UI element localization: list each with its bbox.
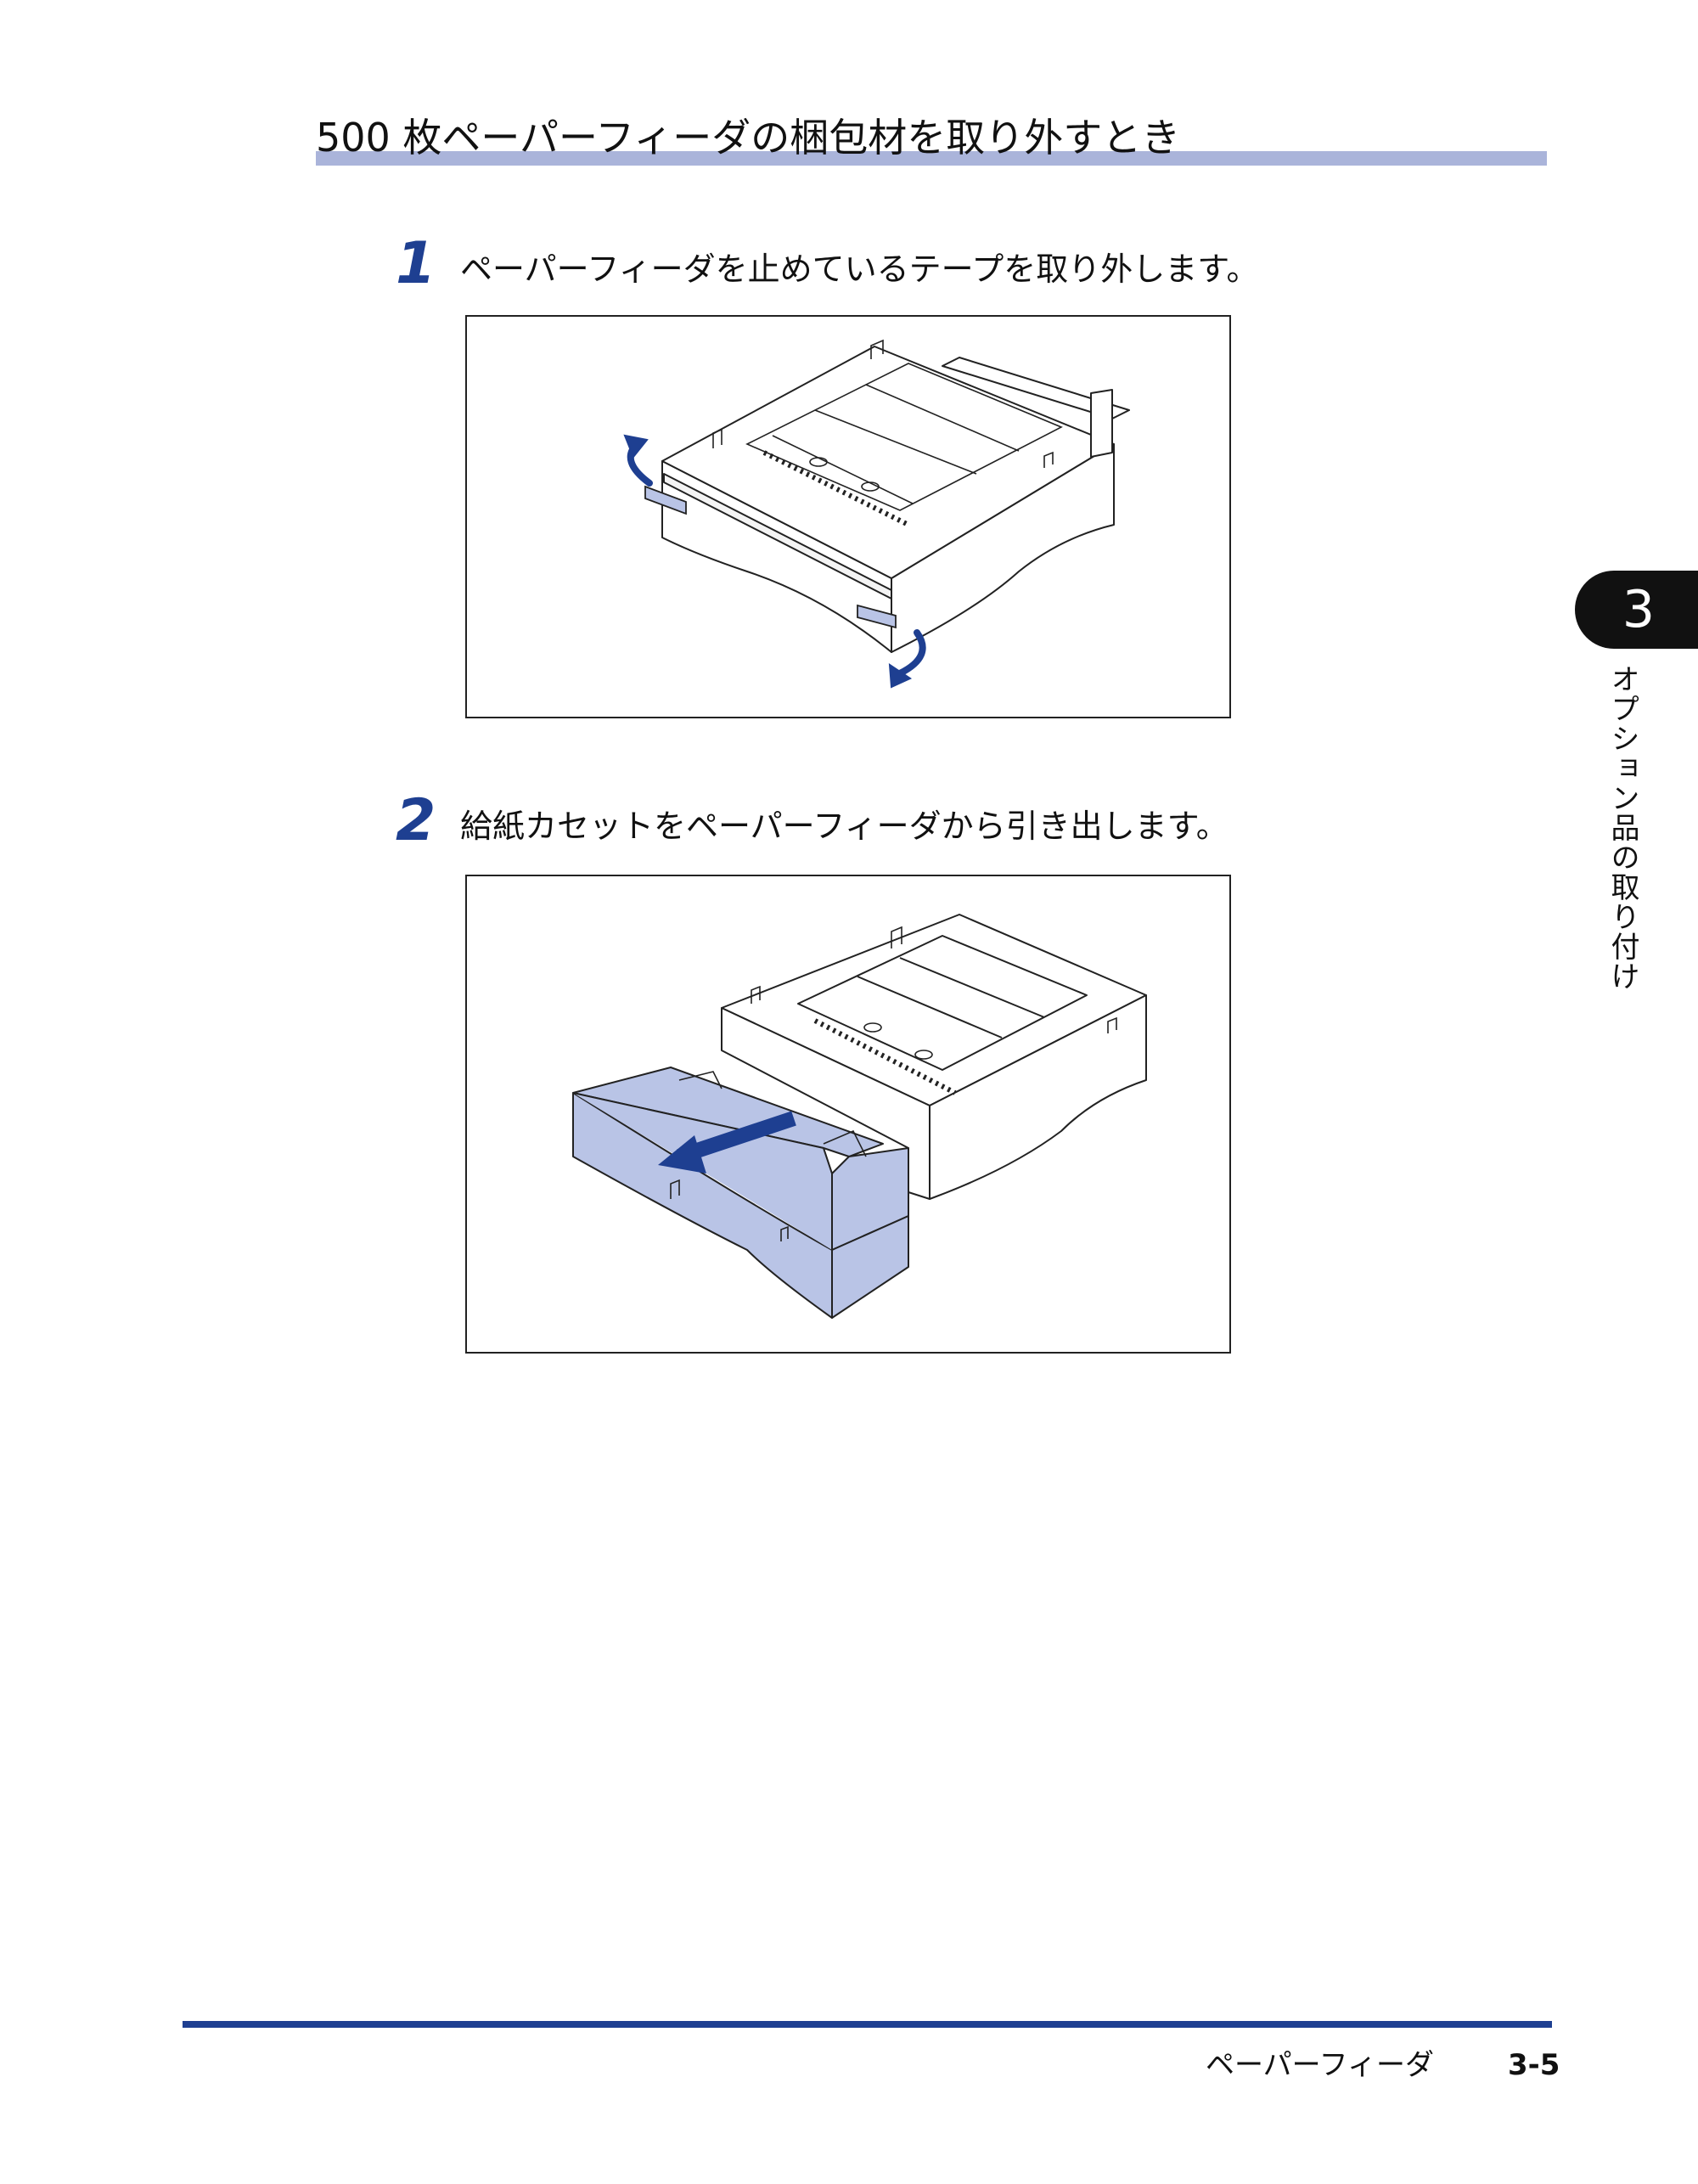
paper-cassette-pullout-illustration	[572, 914, 1147, 1319]
step-1-text: ペーパーフィーダを止めているテープを取り外します。	[460, 250, 1259, 288]
step-2-number: 2	[396, 787, 436, 854]
section-title: 500 枚ペーパーフィーダの梱包材を取り外すとき	[316, 112, 1547, 172]
footer-section-name: ペーパーフィーダ	[1206, 2048, 1434, 2082]
chapter-number: 3	[1622, 580, 1656, 639]
section-title-underline	[316, 151, 1547, 166]
footer-rule	[183, 2021, 1552, 2028]
figure-remove-tape	[465, 315, 1231, 718]
section-title-text: 500 枚ペーパーフィーダの梱包材を取り外すとき	[316, 115, 1181, 160]
footer-page-number: 3-5	[1508, 2048, 1560, 2082]
chapter-tab[interactable]: 3	[1575, 571, 1698, 649]
chapter-title: オプション品の取り付け	[1605, 664, 1639, 991]
step-1-number: 1	[396, 230, 436, 297]
step-2-text: 給紙カセットをペーパーフィーダから引き出します。	[460, 808, 1229, 845]
paper-feeder-tape-illustration	[623, 339, 1130, 689]
figure-pull-out-cassette	[465, 875, 1231, 1354]
